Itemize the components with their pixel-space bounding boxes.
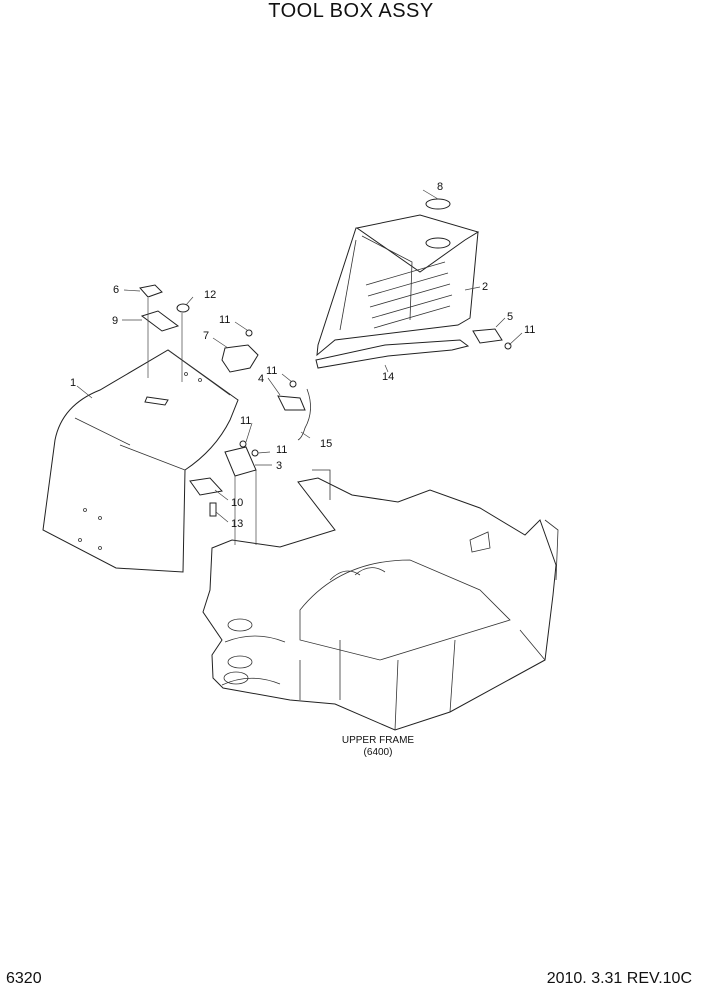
callout-14: 14 — [382, 371, 394, 383]
callout-13: 13 — [231, 518, 243, 530]
callout-11: 11 — [240, 415, 251, 427]
callout-6: 6 — [113, 284, 119, 296]
callout-2: 2 — [482, 281, 488, 293]
bolt[interactable] — [209, 502, 217, 517]
callout-15: 15 — [320, 438, 332, 450]
latch[interactable] — [139, 284, 163, 298]
revision-label: 2010. 3.31 REV.10C — [546, 970, 692, 987]
plate[interactable] — [140, 310, 180, 332]
bolt-11[interactable] — [239, 440, 247, 448]
callout-9: 9 — [112, 315, 118, 327]
leader-lines — [76, 189, 523, 545]
callout-5: 5 — [507, 311, 513, 323]
callout-10: 10 — [231, 497, 243, 509]
callout-7: 7 — [203, 330, 209, 342]
callout-1: 1 — [70, 377, 76, 389]
reference-name: UPPER FRAME — [341, 735, 415, 746]
bolt-11[interactable] — [245, 329, 253, 337]
cap-seat — [425, 237, 451, 249]
callout-11: 11 — [219, 314, 230, 326]
clip[interactable] — [472, 328, 503, 344]
upper-frame[interactable] — [202, 469, 559, 731]
reference-code: (6400) — [363, 747, 393, 758]
plug[interactable] — [176, 303, 190, 313]
lanyard-wire[interactable] — [297, 388, 311, 441]
callout-3: 3 — [276, 460, 282, 472]
cap[interactable] — [425, 198, 451, 210]
callout-labels: 1 2 3 4 5 6 7 8 9 10 11 11 11 11 11 12 1… — [70, 181, 535, 530]
page-title: TOOL BOX ASSY — [268, 0, 434, 22]
bolt-11[interactable] — [251, 449, 259, 457]
callout-11: 11 — [276, 444, 287, 456]
callout-8: 8 — [437, 181, 443, 193]
upper-frame-reference: UPPER FRAME (6400) — [328, 735, 428, 759]
hinge[interactable] — [224, 446, 257, 477]
tool-box-side-cover[interactable] — [316, 214, 480, 357]
lower-plate[interactable] — [189, 477, 223, 496]
callout-12: 12 — [204, 289, 216, 301]
tool-box-cover[interactable] — [42, 349, 239, 573]
callout-11: 11 — [524, 324, 535, 336]
callout-11: 11 — [266, 365, 277, 377]
seal-strip[interactable] — [315, 339, 470, 369]
page-number: 6320 — [6, 970, 42, 987]
callout-4: 4 — [258, 373, 264, 385]
lock-assembly[interactable] — [221, 344, 259, 373]
bolt-11[interactable] — [289, 380, 297, 388]
bracket[interactable] — [277, 395, 306, 411]
